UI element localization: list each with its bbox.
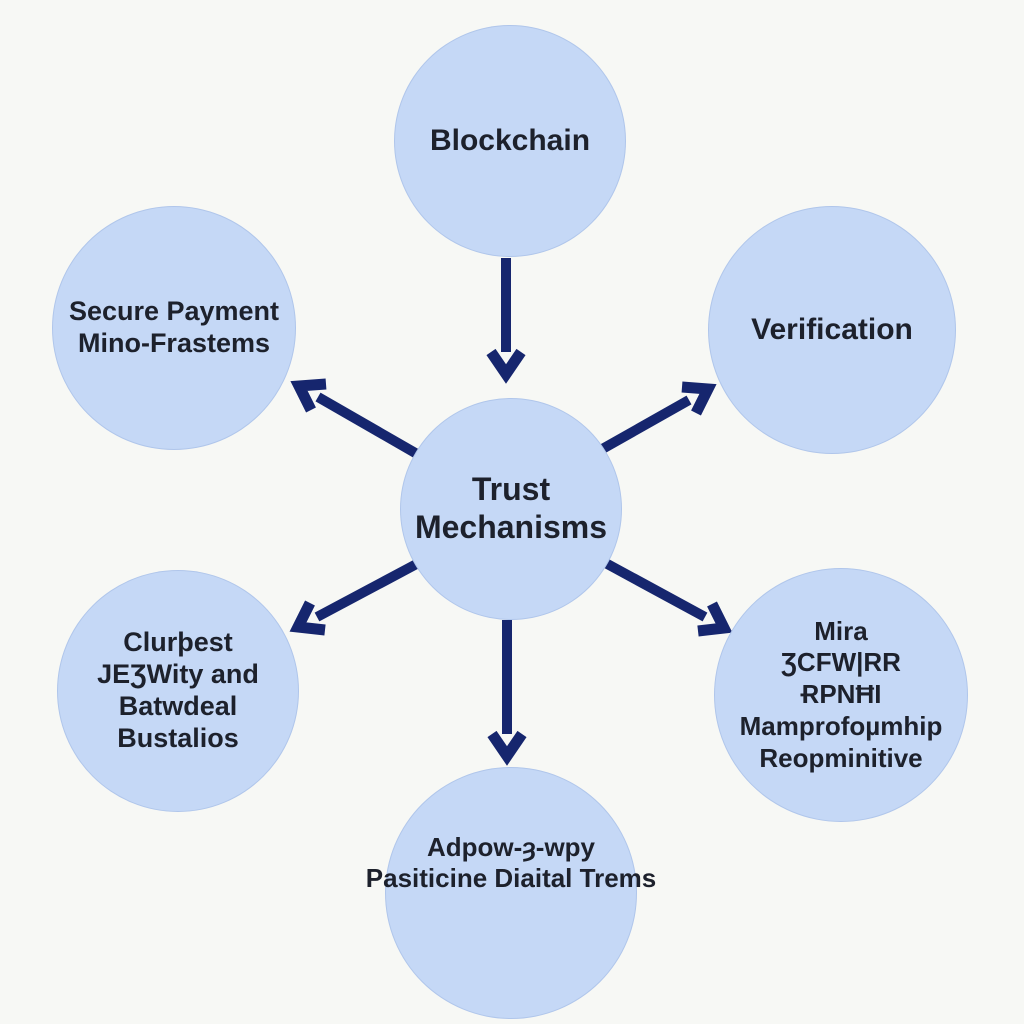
node-bottom: Adpow-ȝ-wpy Pasiticine Diaital Trems [366, 767, 656, 1019]
node-label-line: Mechanisms [414, 509, 608, 545]
arrow-blockchain-to-center [486, 258, 526, 384]
arrow-center-to-bottom-right [597, 555, 733, 637]
node-label-line: Blockchain [429, 124, 591, 158]
node-label-line: Mamprofoµmhip [739, 710, 943, 741]
arrow-center-to-bottom-left [289, 555, 427, 636]
node-label-line: Pasiticine Diaital Trems [365, 863, 657, 893]
node-bottom-right: Mira ƷCFW|RR ɌPNĦI Mamprofoµmhip Reopmin… [714, 568, 968, 822]
node-label-line: Trust [471, 471, 551, 508]
node-label-line: Secure Payment [68, 296, 280, 327]
node-label-line: Mira [814, 615, 868, 646]
arrow-head-icon [697, 601, 733, 637]
node-label-line: JEƷWity and [97, 659, 259, 690]
node-label-line: Adpow-ȝ-wpy [426, 832, 596, 863]
arrow-head-icon [290, 378, 327, 413]
node-secure-payment: Secure Payment Mino-Frastems [52, 206, 296, 450]
node-label: Clurþest JEƷWity and Batwdeal Bustalios [97, 627, 259, 754]
arrow-shaft [594, 395, 692, 457]
arrow-shaft [315, 392, 427, 463]
node-label: Mira ƷCFW|RR ɌPNĦI Mamprofoµmhip Reopmin… [740, 616, 943, 775]
arrow-center-to-right [594, 381, 717, 457]
arrow-head-icon [487, 730, 527, 766]
node-bottom-left: Clurþest JEƷWity and Batwdeal Bustalios [57, 570, 299, 812]
node-label: Trust Mechanisms [415, 471, 607, 547]
arrow-head-icon [681, 381, 717, 416]
arrow-shaft [314, 555, 427, 622]
node-blockchain: Blockchain [394, 25, 626, 257]
arrow-center-to-left [290, 378, 427, 463]
node-label: Secure Payment Mino-Frastems [69, 296, 279, 360]
node-label-line: Reopminitive [759, 742, 923, 773]
node-trust-mechanisms: Trust Mechanisms [400, 398, 622, 620]
arrow-head-icon [486, 348, 526, 384]
node-verification: Verification [708, 206, 956, 454]
node-label-line: Clurþest [123, 627, 233, 658]
node-label: Adpow-ȝ-wpy Pasiticine Diaital Trems [366, 832, 656, 893]
node-label-line: Bustalios [117, 722, 239, 753]
node-label-line: ƷCFW|RR [781, 647, 901, 678]
node-label-line: Batwdeal [118, 691, 238, 721]
node-label-line: Mino-Frastems [77, 328, 271, 358]
node-label-line: ɌPNĦI [800, 679, 882, 710]
node-label: Verification [751, 312, 913, 347]
arrow-head-icon [289, 600, 326, 636]
arrow-center-to-bottom [487, 620, 527, 766]
node-label-line: Verification [751, 313, 913, 347]
arrow-shaft [597, 555, 708, 622]
node-label: Blockchain [430, 123, 590, 158]
